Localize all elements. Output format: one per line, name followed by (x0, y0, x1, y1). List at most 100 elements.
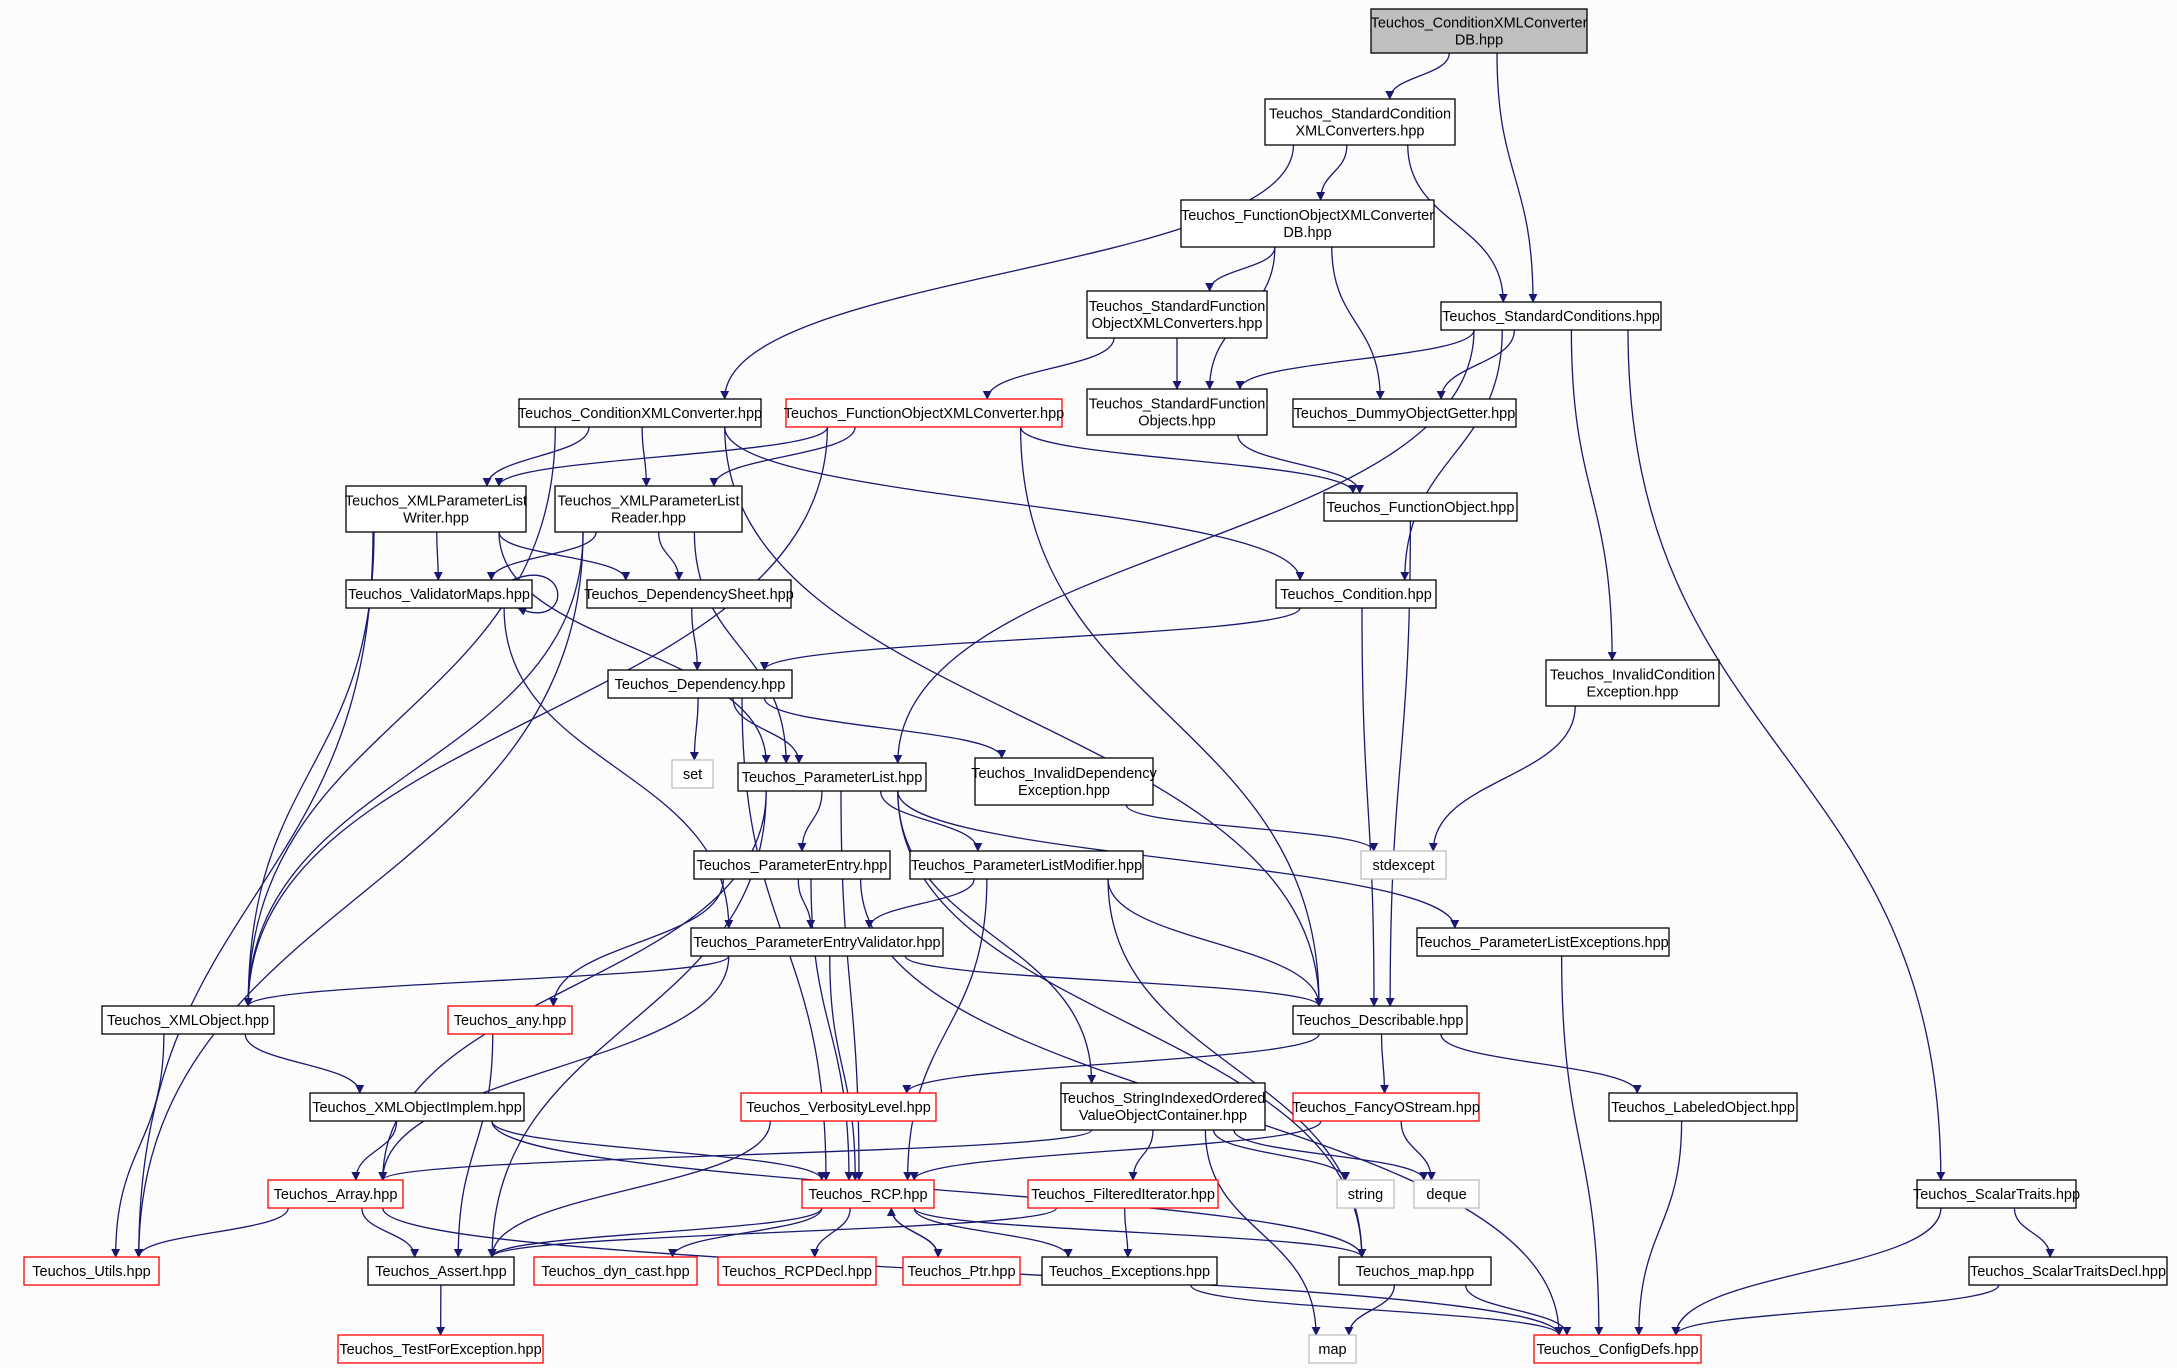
node-label: Teuchos_DependencySheet.hpp (584, 587, 794, 603)
edge-rcp-to-assert (487, 1207, 823, 1258)
node-verbosity[interactable]: Teuchos_VerbosityLevel.hpp (740, 1092, 937, 1122)
node-funcobjxml[interactable]: Teuchos_FunctionObjectXMLConverter.hpp (784, 398, 1065, 428)
node-box (1533, 1334, 1702, 1364)
node-box (1086, 388, 1268, 436)
node-stdcondxml[interactable]: Teuchos_StandardConditionXMLConverters.h… (1264, 98, 1456, 146)
node-ptr[interactable]: Teuchos_Ptr.hpp (902, 1256, 1021, 1286)
node-condition[interactable]: Teuchos_Condition.hpp (1275, 579, 1437, 609)
node-scalartraitsdecl[interactable]: Teuchos_ScalarTraitsDecl.hpp (1968, 1256, 2168, 1286)
node-box (1916, 1179, 2077, 1209)
edge-rcp-to-dyncast (668, 1207, 823, 1258)
node-label: Teuchos_FancyOStream.hpp (1292, 1100, 1480, 1116)
node-utils[interactable]: Teuchos_Utils.hpp (23, 1256, 160, 1286)
node-label: set (683, 767, 702, 783)
edge-dependency-to-set (689, 697, 699, 761)
node-plist[interactable]: Teuchos_ParameterList.hpp (737, 762, 927, 792)
node-label: Teuchos_ConditionXMLConverter.hpp (518, 406, 762, 422)
node-label: Teuchos_VerbosityLevel.hpp (746, 1100, 931, 1116)
node-label: DB.hpp (1455, 33, 1503, 49)
node-array[interactable]: Teuchos_Array.hpp (267, 1179, 404, 1209)
node-box (902, 1256, 1021, 1286)
node-box (23, 1256, 160, 1286)
node-testforexc[interactable]: Teuchos_TestForException.hpp (337, 1334, 544, 1364)
node-pentryval[interactable]: Teuchos_ParameterEntryValidator.hpp (690, 927, 944, 957)
node-condxml[interactable]: Teuchos_ConditionXMLConverter.hpp (518, 398, 762, 428)
node-xmlobjimpl[interactable]: Teuchos_XMLObjectImplem.hpp (309, 1092, 525, 1122)
node-box (337, 1334, 544, 1364)
edge-sivoc-to-map (1204, 1129, 1321, 1336)
node-pentry[interactable]: Teuchos_ParameterEntry.hpp (693, 850, 891, 880)
node-label: Teuchos_ConditionXMLConverter (1371, 16, 1588, 32)
edge-plmodifier-to-pentryval (864, 878, 975, 929)
node-describable[interactable]: Teuchos_Describable.hpp (1292, 1005, 1468, 1035)
node-label: Teuchos_Ptr.hpp (907, 1264, 1015, 1280)
node-xmlobj[interactable]: Teuchos_XMLObject.hpp (101, 1005, 275, 1035)
node-valmaps[interactable]: Teuchos_ValidatorMaps.hpp (345, 579, 533, 609)
node-sivoc[interactable]: Teuchos_StringIndexedOrderedValueObjectC… (1060, 1082, 1266, 1131)
node-map[interactable]: map (1308, 1334, 1357, 1364)
edge-sivoc-to-deque (1233, 1129, 1429, 1181)
node-dyncast[interactable]: Teuchos_dyn_cast.hpp (533, 1256, 698, 1286)
edge-sivoc-to-string (1212, 1129, 1351, 1181)
node-labeledobj[interactable]: Teuchos_LabeledObject.hpp (1608, 1092, 1798, 1122)
node-box (1264, 98, 1456, 146)
node-filterediter[interactable]: Teuchos_FilteredIterator.hpp (1027, 1179, 1219, 1209)
edge-pentryval-to-xmlobj (243, 955, 730, 1007)
node-stdfuncobjxml[interactable]: Teuchos_StandardFunctionObjectXMLConvert… (1086, 290, 1268, 339)
edge-condxml-to-condition (724, 426, 1305, 581)
node-label: Teuchos_XMLParameterList (345, 494, 527, 510)
node-stdconds[interactable]: Teuchos_StandardConditions.hpp (1440, 301, 1662, 331)
node-box (1360, 850, 1447, 880)
edge-sivoc-to-array (378, 1129, 1093, 1181)
node-rcpdecl[interactable]: Teuchos_RCPDecl.hpp (717, 1256, 877, 1286)
node-box (447, 1005, 573, 1035)
edge-plist-to-plexc (897, 790, 1460, 929)
node-scalartraits[interactable]: Teuchos_ScalarTraits.hpp (1913, 1179, 2080, 1209)
node-label: Teuchos_ScalarTraits.hpp (1913, 1187, 2080, 1203)
node-fancyostream[interactable]: Teuchos_FancyOStream.hpp (1292, 1092, 1480, 1122)
node-set[interactable]: set (671, 759, 714, 789)
node-map_hpp[interactable]: Teuchos_map.hpp (1338, 1256, 1492, 1286)
node-any[interactable]: Teuchos_any.hpp (447, 1005, 573, 1035)
node-deque[interactable]: deque (1413, 1179, 1480, 1209)
node-configdefs[interactable]: Teuchos_ConfigDefs.hpp (1533, 1334, 1702, 1364)
node-box (690, 927, 944, 957)
edge-condxml-to-xmlobj (243, 426, 556, 1007)
node-dummyobj[interactable]: Teuchos_DummyObjectGetter.hpp (1292, 398, 1517, 428)
node-string[interactable]: string (1336, 1179, 1395, 1209)
node-funcobj[interactable]: Teuchos_FunctionObject.hpp (1323, 492, 1518, 522)
edge-plexc-to-configdefs (1560, 955, 1604, 1336)
node-dependency[interactable]: Teuchos_Dependency.hpp (607, 669, 793, 699)
edge-funcobjxml-to-describable (1019, 426, 1324, 1007)
edge-pentry-to-any (548, 878, 725, 1007)
node-box (101, 1005, 275, 1035)
node-box (801, 1179, 935, 1209)
edge-xmlobj-to-xmlobjimpl (244, 1033, 365, 1094)
edge-sivoc-to-filterediter (1128, 1129, 1154, 1181)
node-label: Teuchos_map.hpp (1356, 1264, 1475, 1280)
node-depsheet[interactable]: Teuchos_DependencySheet.hpp (584, 579, 794, 609)
node-rcp[interactable]: Teuchos_RCP.hpp (801, 1179, 935, 1209)
node-label: Teuchos_XMLParameterList (557, 494, 739, 510)
node-box (1292, 1005, 1468, 1035)
edge-scalartraits-to-configdefs (1671, 1207, 1942, 1336)
edge-plmodifier-to-rcp (903, 878, 988, 1181)
edge-xmlplreader-to-utils (134, 531, 584, 1258)
edge-valmaps-to-valmaps (511, 574, 559, 616)
edge-plmodifier-to-describable (1107, 878, 1324, 1007)
node-box (693, 850, 891, 880)
node-exceptions[interactable]: Teuchos_Exceptions.hpp (1041, 1256, 1218, 1286)
node-assert[interactable]: Teuchos_Assert.hpp (367, 1256, 515, 1286)
node-label: map (1318, 1342, 1346, 1358)
node-plmodifier[interactable]: Teuchos_ParameterListModifier.hpp (909, 850, 1144, 880)
node-box (1292, 1092, 1480, 1122)
node-plexc[interactable]: Teuchos_ParameterListExceptions.hpp (1416, 927, 1670, 957)
node-stdexcept[interactable]: stdexcept (1360, 850, 1447, 880)
